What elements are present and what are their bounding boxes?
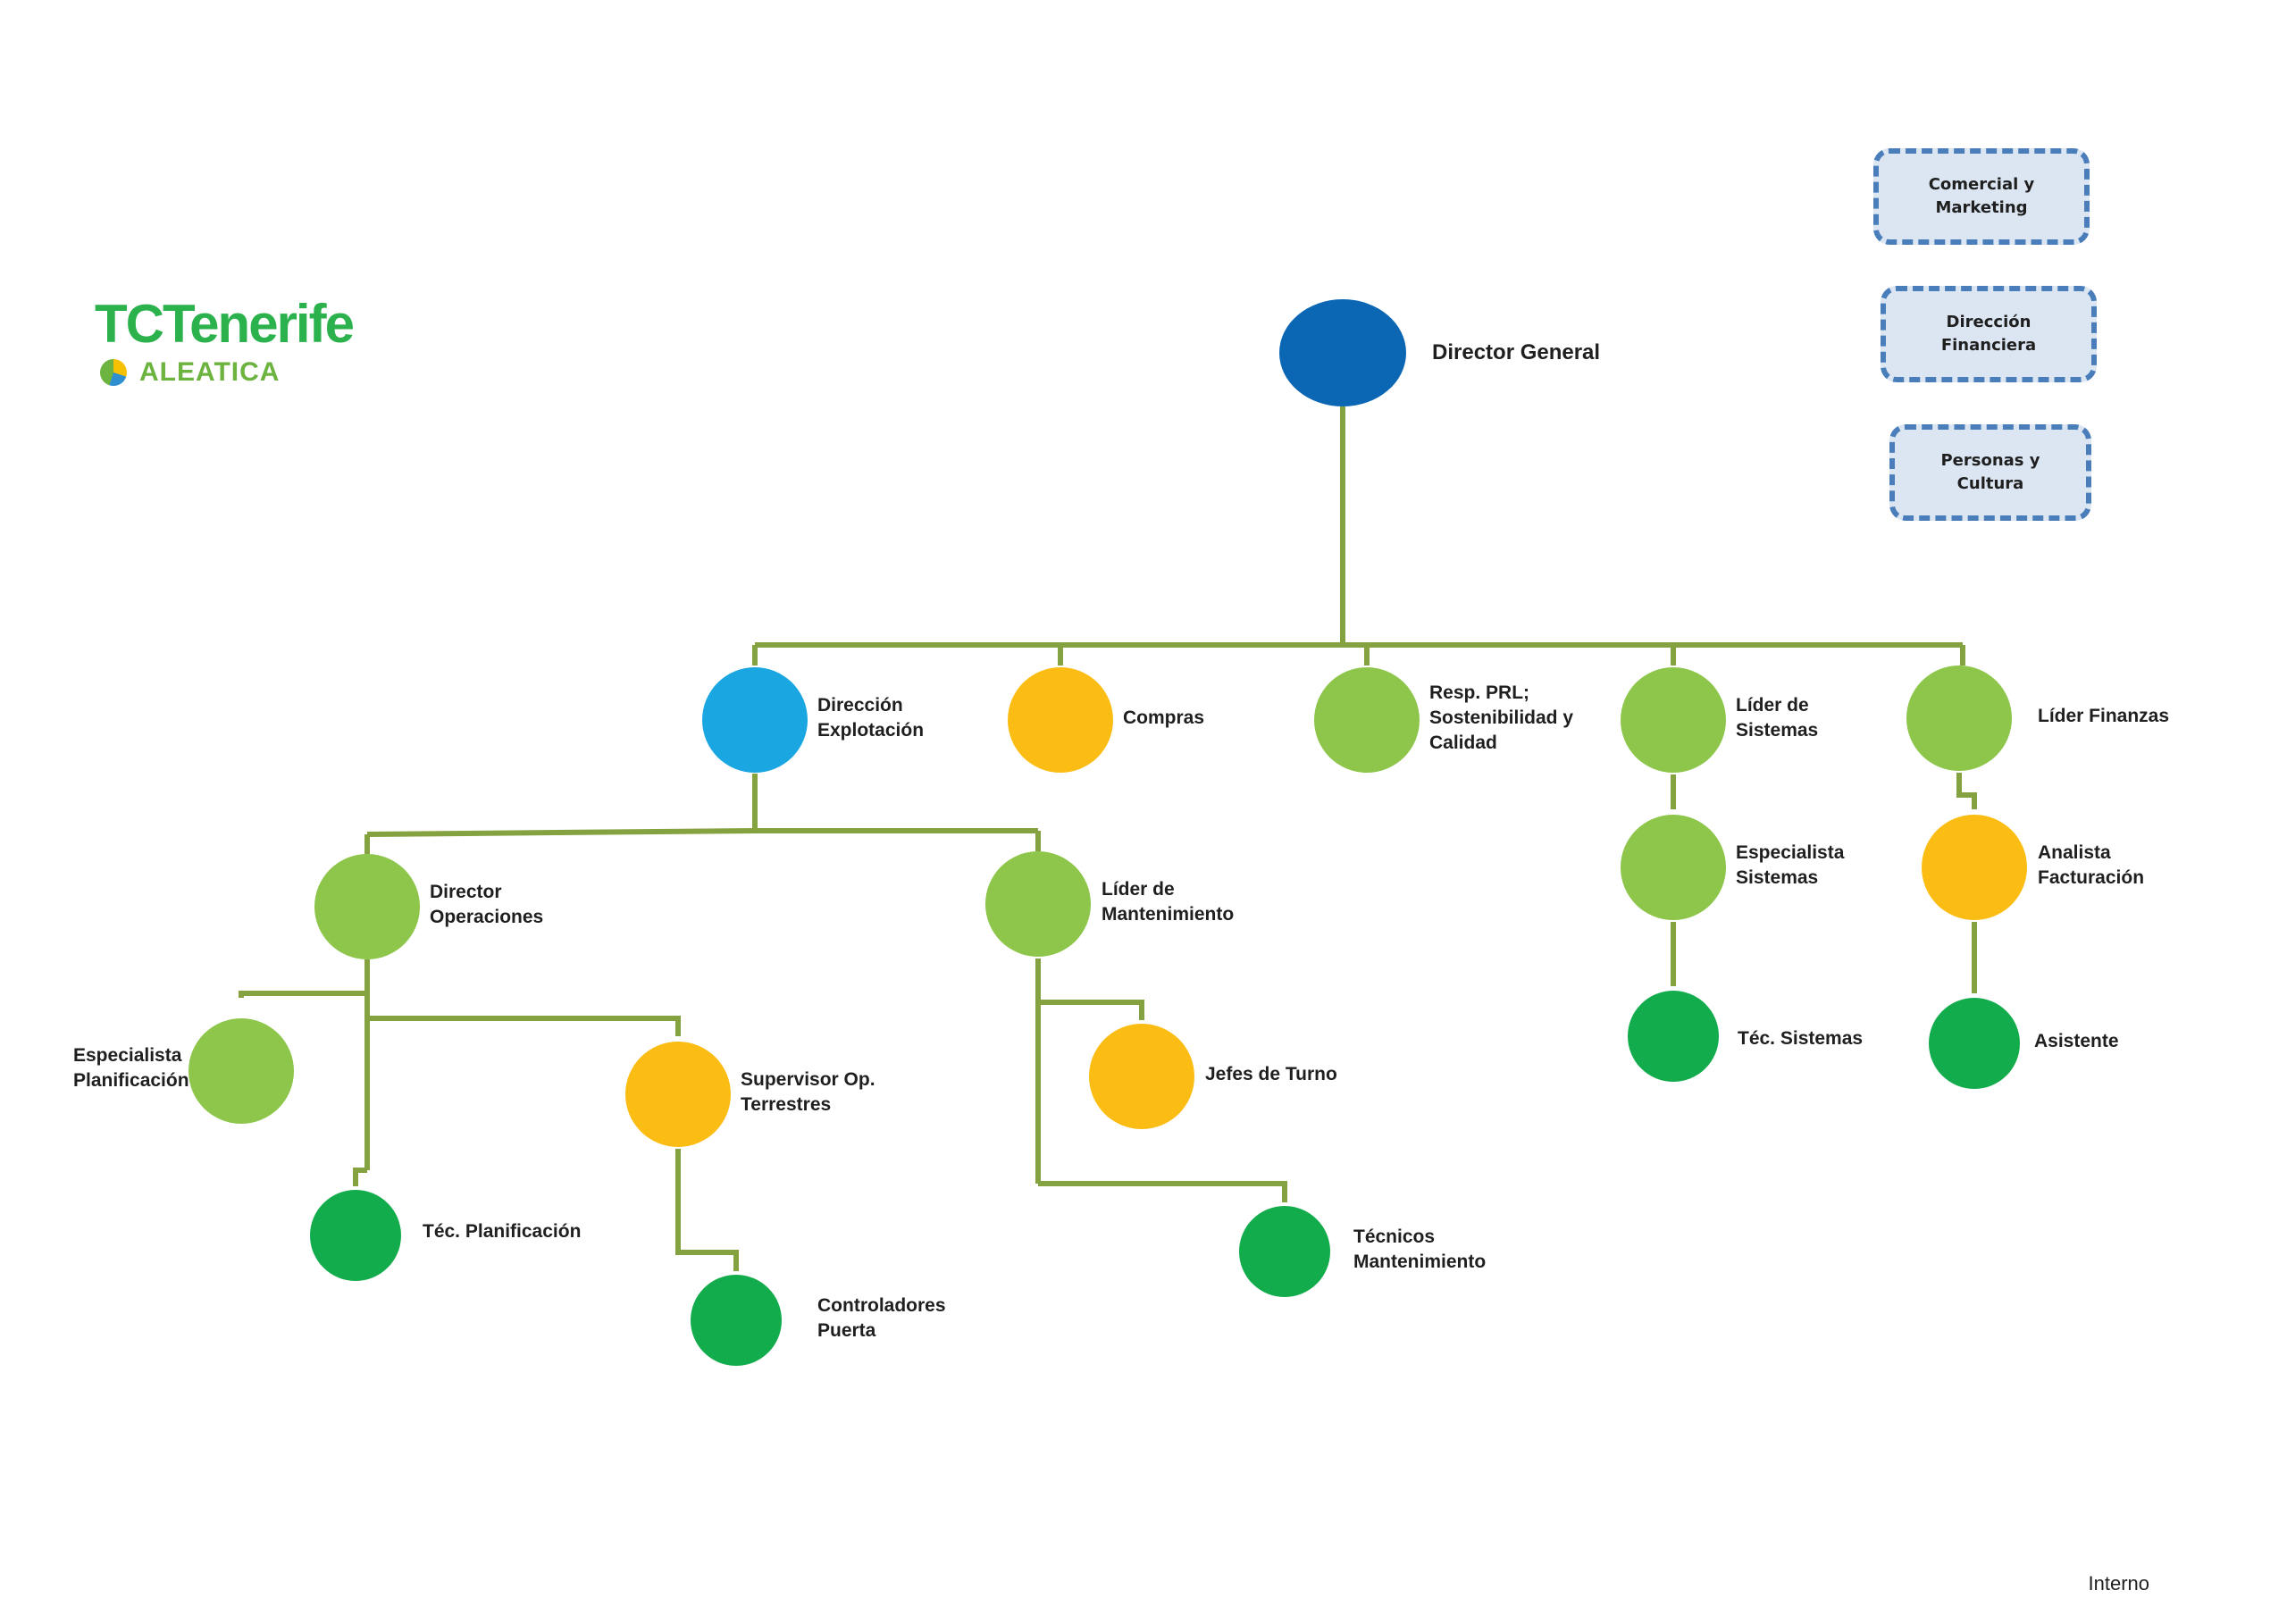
node-label-tec-planificacion: Téc. Planificación xyxy=(423,1221,582,1242)
node-label-resp-prl: Resp. PRL; Sostenibilidad y Calidad xyxy=(1429,682,1574,753)
logo-brand: TCTenerife xyxy=(95,294,355,354)
node-label-jefes-turno: Jefes de Turno xyxy=(1205,1064,1337,1084)
logo-company: ALEATICA xyxy=(100,357,280,388)
node-direccion-explotacion xyxy=(702,667,808,773)
connector-line xyxy=(1038,1000,1144,1020)
node-lider-finanzas xyxy=(1906,666,2012,771)
logo-company-text: ALEATICA xyxy=(139,357,281,387)
node-label-supervisor-op: Supervisor Op. Terrestres xyxy=(741,1069,875,1115)
node-jefes-turno xyxy=(1089,1024,1194,1129)
connector-line xyxy=(353,1168,367,1186)
node-label-direccion-explotacion: Dirección Explotación xyxy=(817,695,925,741)
support-unit-label: Personas y Cultura xyxy=(1940,451,2040,493)
support-unit-label: Comercial y Marketing xyxy=(1928,175,2035,217)
connector-line xyxy=(367,1016,681,1036)
node-label-director-general: Director General xyxy=(1432,340,1601,364)
node-tec-sistemas xyxy=(1628,991,1719,1082)
node-label-controladores-puerta: Controladores Puerta xyxy=(817,1295,946,1341)
support-unit-label: Dirección Financiera xyxy=(1940,313,2037,355)
node-especialista-planificacion xyxy=(188,1018,294,1124)
node-label-lider-mantenimiento: Líder de Mantenimiento xyxy=(1102,879,1235,925)
support-unit-financiera: Dirección Financiera xyxy=(1881,286,2097,382)
node-lider-mantenimiento xyxy=(985,851,1091,957)
node-controladores-puerta xyxy=(691,1275,782,1366)
node-label-tecnicos-mantenimiento: Técnicos Mantenimiento xyxy=(1353,1226,1487,1272)
aleatica-badge-icon xyxy=(100,359,127,386)
node-label-tec-sistemas: Téc. Sistemas xyxy=(1738,1028,1864,1049)
node-label-analista-facturacion: Analista Facturación xyxy=(2038,842,2145,888)
connector-line xyxy=(239,991,367,998)
node-lider-sistemas xyxy=(1621,667,1726,773)
support-unit-comercial: Comercial y Marketing xyxy=(1873,148,2090,245)
node-label-especialista-sistemas: Especialista Sistemas xyxy=(1736,842,1845,888)
node-label-director-operaciones: Director Operaciones xyxy=(430,882,544,927)
node-director-operaciones xyxy=(314,854,420,959)
connector-line xyxy=(1038,1181,1287,1202)
node-label-especialista-planificacion: Especialista Planificación xyxy=(73,1045,189,1091)
node-label-lider-finanzas: Líder Finanzas xyxy=(2038,706,2170,726)
node-label-asistente: Asistente xyxy=(2034,1031,2119,1051)
node-label-compras: Compras xyxy=(1123,707,1205,728)
node-supervisor-op xyxy=(625,1042,731,1147)
support-unit-personas: Personas y Cultura xyxy=(1889,424,2091,521)
connector-line xyxy=(675,1149,739,1271)
connector-line xyxy=(366,828,1038,837)
node-director-general xyxy=(1279,299,1406,406)
node-resp-prl xyxy=(1314,667,1420,773)
node-compras xyxy=(1008,667,1113,773)
node-tecnicos-mantenimiento xyxy=(1239,1206,1330,1297)
node-tec-planificacion xyxy=(310,1190,401,1281)
node-especialista-sistemas xyxy=(1621,815,1726,920)
node-analista-facturacion xyxy=(1922,815,2027,920)
node-asistente xyxy=(1929,998,2020,1089)
connector-line xyxy=(1956,773,1977,809)
footer-classification: Interno xyxy=(2088,1572,2150,1595)
node-label-lider-sistemas: Líder de Sistemas xyxy=(1736,695,1819,741)
